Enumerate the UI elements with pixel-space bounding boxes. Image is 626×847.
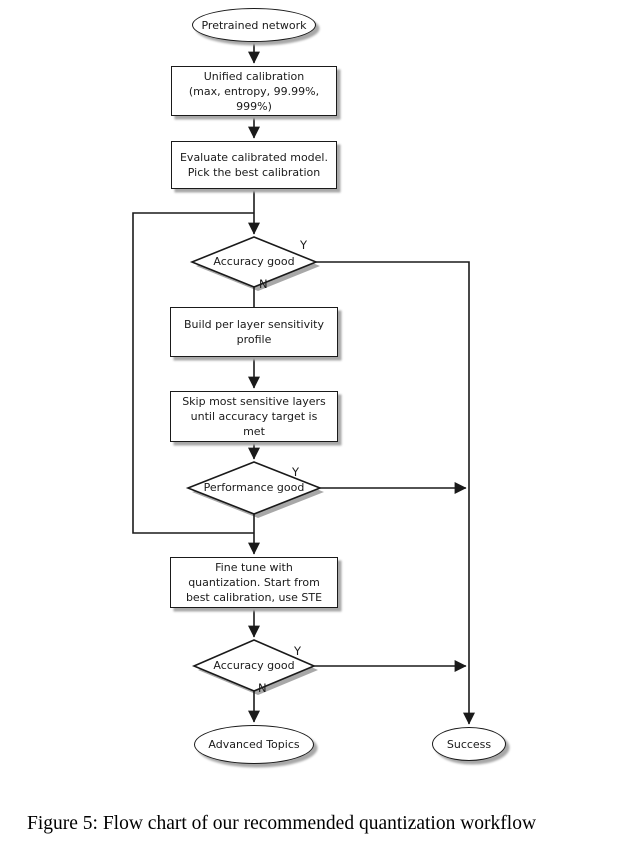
node-pretrained-network: Pretrained network [192, 8, 316, 42]
decision-performance-good [185, 461, 323, 515]
edge-accuracy1-yes-to-success [316, 261, 475, 725]
decision-accuracy-good-2 [191, 639, 317, 692]
node-skip-sensitive-layers: Skip most sensitive layers until accurac… [170, 391, 338, 442]
node-fine-tune: Fine tune with quantization. Start from … [170, 557, 338, 608]
node-pretrained-network-label: Pretrained network [201, 18, 307, 32]
decision-accuracy-good-1-label: Accuracy good [213, 255, 295, 268]
node-evaluate-calibrated-model-label: Evaluate calibrated model. Pick the best… [179, 151, 328, 179]
node-build-sensitivity-profile-label: Build per layer sensitivity profile [184, 318, 324, 346]
node-fine-tune-label: Fine tune with quantization. Start from … [185, 561, 323, 604]
edge-label-accuracy1-yes: Y [300, 238, 308, 252]
node-success: Success [432, 727, 506, 761]
decision-performance-good-label: Performance good [203, 481, 305, 494]
node-build-sensitivity-profile: Build per layer sensitivity profile [170, 307, 338, 357]
node-unified-calibration: Unified calibration (max, entropy, 99.99… [171, 66, 337, 116]
node-success-label: Success [446, 737, 492, 751]
edge-label-accuracy2-no: N [258, 681, 267, 695]
node-unified-calibration-label: Unified calibration (max, entropy, 99.99… [188, 69, 320, 113]
decision-accuracy-good-2-label: Accuracy good [213, 659, 295, 672]
node-advanced-topics: Advanced Topics [194, 725, 314, 764]
edge-label-performance-yes: Y [292, 465, 300, 479]
node-advanced-topics-label: Advanced Topics [208, 738, 300, 751]
node-skip-sensitive-layers-label: Skip most sensitive layers until accurac… [182, 395, 326, 438]
decision-accuracy-good-1 [189, 236, 319, 288]
edge-loop-left [132, 212, 254, 534]
node-evaluate-calibrated-model: Evaluate calibrated model. Pick the best… [171, 141, 337, 189]
edge-label-accuracy1-no: N [259, 277, 268, 291]
figure-caption: Figure 5: Flow chart of our recommended … [27, 813, 537, 834]
edge-label-accuracy2-yes: Y [294, 644, 302, 658]
